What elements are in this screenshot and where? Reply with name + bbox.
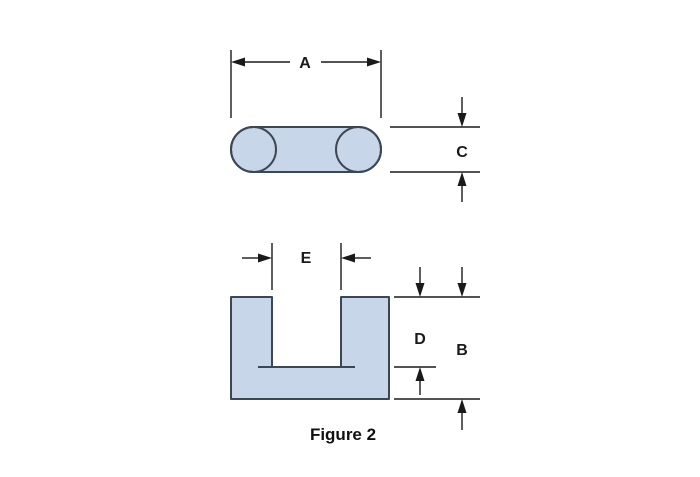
dim-d-arrow-top bbox=[415, 283, 425, 297]
dim-b-label: B bbox=[456, 342, 468, 359]
dim-e-arrow-right bbox=[341, 253, 355, 263]
dim-c-arrow-bottom bbox=[457, 172, 467, 186]
front-view-channel-shape bbox=[230, 296, 390, 400]
dim-c-label: C bbox=[456, 144, 468, 161]
dim-d-label: D bbox=[414, 331, 426, 348]
dim-b-arrow-top bbox=[457, 283, 467, 297]
dimension-e: E bbox=[242, 243, 371, 290]
dim-a-arrow-left bbox=[231, 57, 245, 67]
dim-b-arrow-bottom bbox=[457, 399, 467, 413]
dim-c-arrow-top bbox=[457, 113, 467, 127]
top-view-left-circle bbox=[230, 126, 277, 173]
part-shapes-layer bbox=[230, 126, 390, 400]
dim-e-label: E bbox=[301, 250, 312, 267]
dim-a-label: A bbox=[299, 55, 311, 72]
top-view-pill-shape bbox=[230, 126, 382, 173]
top-view-right-circle bbox=[335, 126, 382, 173]
dim-a-arrow-right bbox=[367, 57, 381, 67]
dim-e-arrow-left bbox=[258, 253, 272, 263]
dimension-a: A bbox=[230, 50, 382, 118]
dimension-c: C bbox=[390, 97, 480, 202]
dim-d-arrow-bottom bbox=[415, 367, 425, 381]
dimension-b: B bbox=[394, 267, 480, 430]
dimensions-layer: A C E bbox=[230, 50, 480, 430]
dimension-d: D bbox=[394, 267, 436, 395]
figure-caption: Figure 2 bbox=[310, 425, 376, 444]
